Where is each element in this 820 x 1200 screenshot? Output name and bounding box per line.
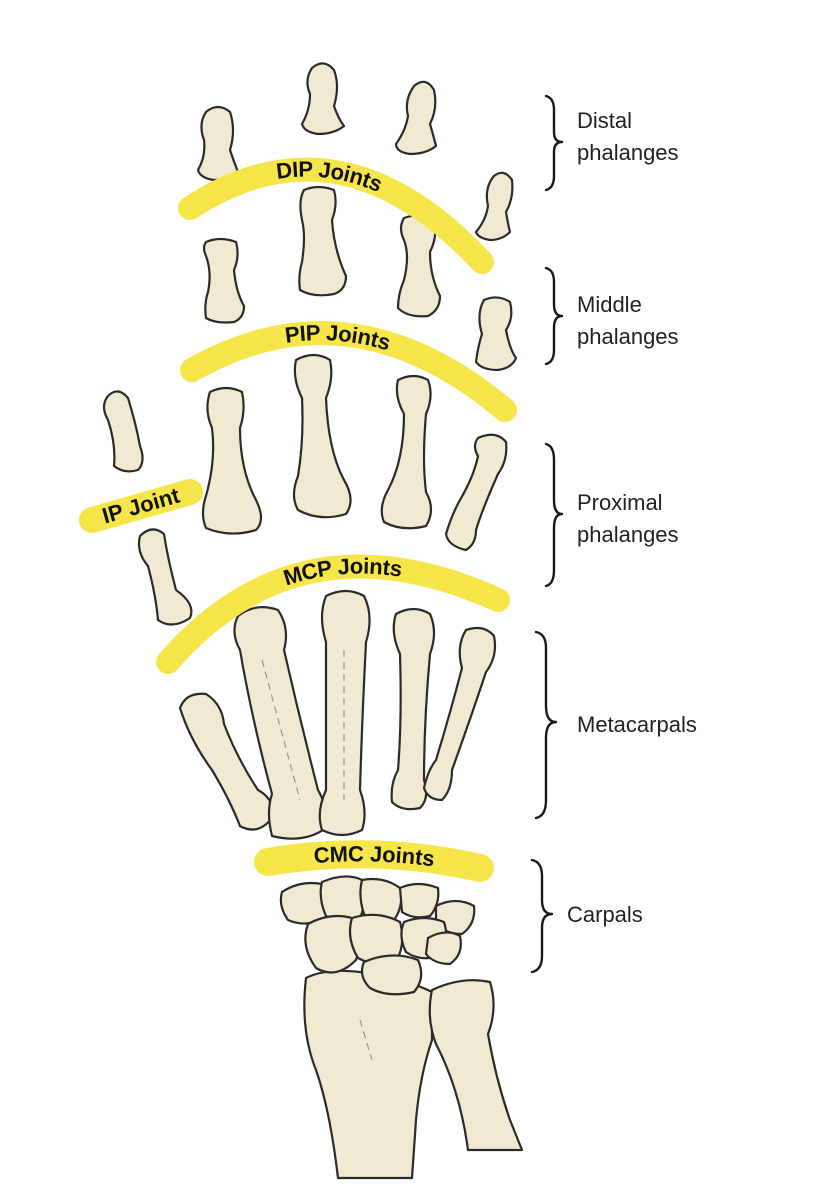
ip-joint-label: IP Joint (99, 482, 183, 528)
little-metacarpal (422, 626, 497, 802)
region-labels: Distal phalanges Middle phalanges Proxim… (567, 108, 697, 927)
thumb-distal-phalanx (102, 390, 144, 473)
proximal-bracket (544, 442, 564, 588)
svg-text:IP Joint: IP Joint (99, 482, 183, 528)
ring-metacarpal (390, 607, 436, 811)
cmc-joints-band: CMC Joints (254, 840, 494, 882)
middle-phalanx-bones (202, 185, 518, 372)
distal-label-line1: Distal (577, 108, 632, 133)
svg-text:PIP Joints: PIP Joints (283, 320, 393, 355)
carpal-bones (279, 875, 476, 996)
cmc-joints-label: CMC Joints (313, 841, 436, 871)
middle-label-line1: Middle (577, 292, 642, 317)
middle-metacarpal (318, 589, 371, 837)
proximal-label-line2: phalanges (577, 522, 679, 547)
bones (102, 62, 524, 1180)
mcp-joints-label: MCP Joints (280, 553, 403, 590)
svg-text:MCP Joints: MCP Joints (280, 553, 403, 590)
middle-label-line2: phalanges (577, 324, 679, 349)
metacarpals-bracket (534, 630, 558, 820)
region-brackets (530, 94, 564, 974)
distal-label-line2: phalanges (577, 140, 679, 165)
carpals-bracket (530, 858, 554, 974)
proximal-phalanx-bones (137, 353, 508, 626)
metacarpal-bones (178, 589, 497, 840)
ulna-bone (428, 979, 524, 1152)
distal-phalanx-bones (102, 62, 514, 473)
distal-bracket (544, 94, 564, 192)
carpals-label: Carpals (567, 902, 643, 927)
radius-bone (303, 969, 434, 1180)
svg-text:CMC Joints: CMC Joints (313, 841, 436, 871)
metacarpals-label: Metacarpals (577, 712, 697, 737)
pip-joints-label: PIP Joints (283, 320, 393, 355)
ip-joint-band: IP Joint (79, 479, 203, 533)
middle-bracket (544, 266, 564, 366)
thumb-proximal-phalanx (137, 528, 193, 626)
proximal-label-line1: Proximal (577, 490, 663, 515)
